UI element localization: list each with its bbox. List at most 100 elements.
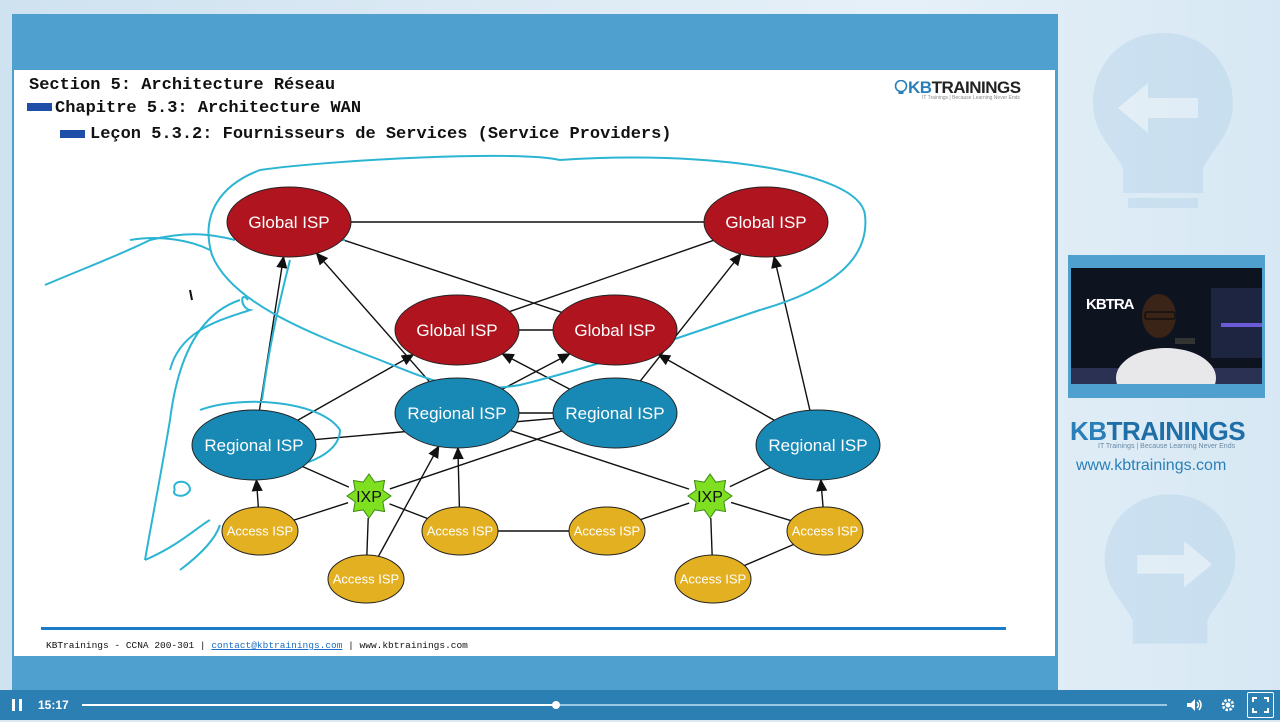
pause-icon[interactable] <box>10 698 24 712</box>
presenter-video-frame <box>1071 268 1262 384</box>
progress-handle[interactable] <box>552 701 561 709</box>
regional-isp-label: Regional ISP <box>407 404 506 423</box>
global-isp-node <box>394 294 520 366</box>
lightbulb-watermark-icon <box>1093 33 1233 208</box>
link-g1-g2 <box>509 239 714 313</box>
access-isp-label: Access ISP <box>680 572 746 587</box>
chapter-bullet <box>27 103 52 111</box>
global-isp-label: Global ISP <box>248 213 329 232</box>
brand-trainings: TRAININGS <box>1106 416 1246 446</box>
logo-kb: KB <box>908 78 932 97</box>
lightbulb-icon <box>894 80 908 94</box>
link-r3-g3 <box>657 354 775 421</box>
link-r3-g1 <box>771 255 811 411</box>
slide-footer: KBTrainings - CCNA 200-301 | contact@kbt… <box>46 640 468 651</box>
progress-fill <box>82 704 557 706</box>
access-isp-node <box>221 506 299 556</box>
video-player-controls: 15:17 <box>0 690 1280 720</box>
regional-isp-label: Regional ISP <box>204 436 303 455</box>
link-a3-r3 <box>816 478 828 508</box>
regional-isp-node <box>552 377 678 449</box>
chapter-title: Chapitre 5.3: Architecture WAN <box>55 99 362 118</box>
isp-hierarchy-diagram: Global ISP Global ISP Global ISP Global ISP… <box>44 154 881 604</box>
slide <box>14 70 1055 656</box>
ixp-label: IXP <box>697 489 723 506</box>
lightbulb-watermark-icon <box>1104 494 1236 644</box>
brand-url[interactable]: www.kbtrainings.com <box>1076 457 1227 474</box>
footer-email-link[interactable]: contact@kbtrainings.com <box>211 640 343 651</box>
regional-isp-node <box>191 409 317 481</box>
access-isp-label: Access ISP <box>574 524 640 539</box>
global-isp-label: Global ISP <box>416 321 497 340</box>
settings-icon[interactable] <box>1219 696 1237 714</box>
link-a5-a3 <box>744 543 794 567</box>
kbtrainings-logo-large: KBTRAININGS IT Trainings | Because Learn… <box>1070 416 1246 450</box>
global-isp-node <box>226 186 352 258</box>
link-x0-r2 <box>389 430 563 490</box>
footer-divider <box>41 627 1006 630</box>
logo-trainings: TRAININGS <box>931 78 1022 97</box>
global-isp-label: Global ISP <box>725 213 806 232</box>
footer-prefix: KBTrainings - CCNA 200-301 | <box>46 640 212 651</box>
link-a4-r1 <box>377 445 440 557</box>
presenter-webcam: KBTRA <box>1068 255 1265 398</box>
access-isp-node <box>421 506 499 556</box>
link-r2-g2 <box>501 353 570 390</box>
link-a0-x0 <box>293 502 349 521</box>
link-a1-r1 <box>452 446 464 508</box>
access-isp-label: Access ISP <box>792 524 858 539</box>
annotation-stroke <box>129 237 211 251</box>
logo-tagline: IT Trainings | Because Learning Never En… <box>922 95 1020 101</box>
fullscreen-icon <box>1252 697 1269 713</box>
link-a0-r0 <box>251 478 263 508</box>
link-r2-g1 <box>639 252 742 382</box>
access-isp-node <box>327 554 405 604</box>
link-r1-x1 <box>510 429 690 490</box>
regional-isp-label: Regional ISP <box>565 404 664 423</box>
access-isp-node <box>786 506 864 556</box>
brand-kb: KB <box>1070 416 1107 446</box>
ixp-node <box>687 473 733 519</box>
link-x1-r3 <box>729 466 771 488</box>
annotation-stroke <box>173 480 192 497</box>
link-a4-x0 <box>366 517 369 556</box>
link-r0-x0 <box>302 465 350 488</box>
regional-isp-node <box>394 377 520 449</box>
lesson-title: Leçon 5.3.2: Fournisseurs de Services (S… <box>90 125 672 144</box>
annotation-stroke <box>169 296 254 371</box>
access-isp-label: Access ISP <box>227 524 293 539</box>
annotation-stroke <box>261 259 291 401</box>
kbtrainings-logo-small: KB TRAININGS IT Trainings | Because Lear… <box>894 78 1022 101</box>
webcam-logo-text: KBTRA <box>1086 296 1134 313</box>
link-x1-a3 <box>730 501 791 522</box>
current-time: 15:17 <box>38 698 69 712</box>
link-a2-x1 <box>640 502 690 521</box>
section-title: Section 5: Architecture Réseau <box>29 76 336 95</box>
access-isp-label: Access ISP <box>333 572 399 587</box>
annotation-stroke <box>144 299 241 561</box>
footer-suffix: | www.kbtrainings.com <box>342 640 468 651</box>
regional-isp-label: Regional ISP <box>768 436 867 455</box>
access-isp-label: Access ISP <box>427 524 493 539</box>
link-x0-a1 <box>389 503 428 520</box>
annotation-stroke <box>144 519 211 561</box>
global-isp-node <box>703 186 829 258</box>
ixp-label: IXP <box>356 489 382 506</box>
access-isp-node <box>674 554 752 604</box>
link-r1-g0 <box>315 252 430 383</box>
brand-tagline: IT Trainings | Because Learning Never En… <box>1098 443 1236 450</box>
global-isp-label: Global ISP <box>574 321 655 340</box>
access-isp-node <box>568 506 646 556</box>
volume-icon[interactable] <box>1185 696 1203 714</box>
fullscreen-button[interactable] <box>1247 692 1274 718</box>
link-a5-x1 <box>710 517 713 556</box>
annotation-stroke <box>189 289 193 301</box>
regional-isp-node <box>755 409 881 481</box>
global-isp-node <box>552 294 678 366</box>
progress-bar[interactable] <box>82 701 1167 709</box>
link-g0-g3 <box>342 239 562 313</box>
annotation-stroke <box>207 154 867 390</box>
ixp-node <box>346 473 392 519</box>
lesson-bullet <box>60 130 85 138</box>
